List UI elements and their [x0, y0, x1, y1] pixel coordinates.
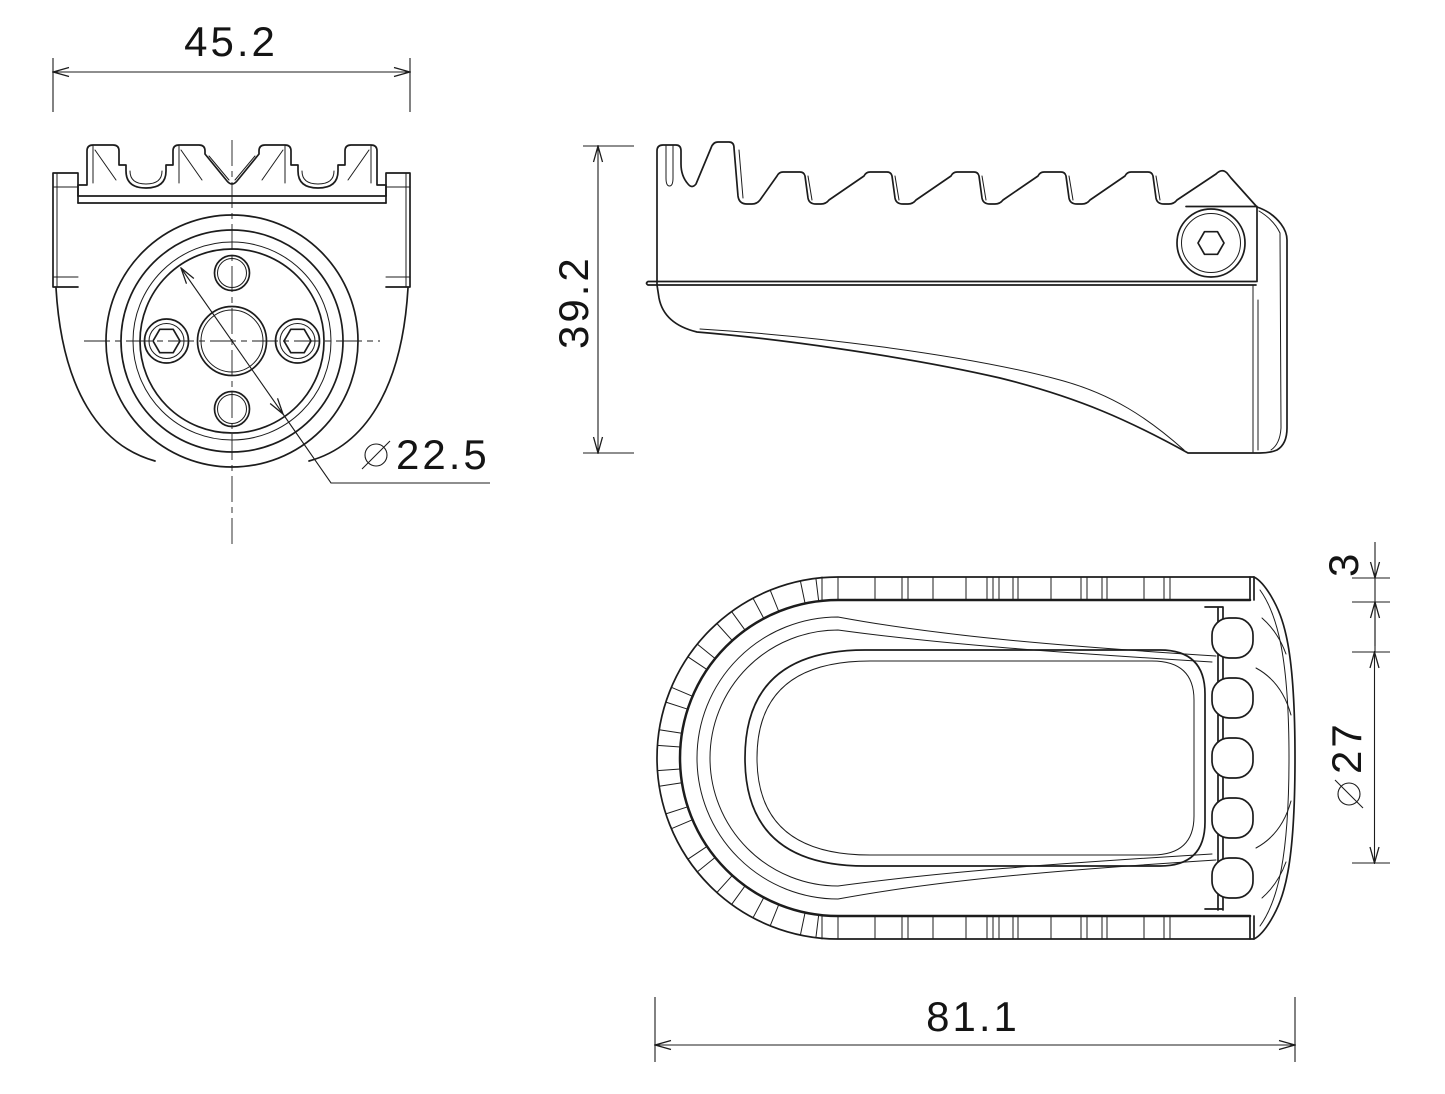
knurl-ticks — [656, 576, 1171, 940]
top-band-ends — [1249, 576, 1255, 940]
dim-knurl-band: 3 — [1320, 542, 1390, 652]
side-hex-bolt-outer — [1176, 208, 1246, 278]
front-teeth-details — [92, 145, 372, 185]
end-bump — [1211, 857, 1254, 899]
top-view — [656, 576, 1296, 940]
dim-side-height-label: 39.2 — [550, 255, 597, 349]
side-slot-detail — [665, 144, 674, 187]
dim-front-width-label: 45.2 — [184, 18, 278, 65]
front-view — [52, 140, 411, 547]
dim-flange-diameter: 22.5 — [181, 268, 490, 484]
side-end-cap-lines — [1252, 210, 1282, 453]
end-bump — [1211, 677, 1254, 719]
dim-front-width: 45.2 — [53, 18, 410, 112]
top-deck-contour-b — [709, 629, 1213, 887]
diameter-symbol — [1334, 779, 1364, 809]
front-right-tab — [308, 172, 411, 462]
dimensions: 45.2 22.5 39.2 3 — [53, 18, 1390, 1062]
top-outer-outline — [656, 576, 1296, 940]
diameter-symbol — [361, 440, 391, 470]
front-left-tab — [52, 172, 156, 462]
dim-end-diameter-label: 27 — [1323, 721, 1370, 774]
top-knurl-band-inner — [678, 598, 1252, 918]
end-bump — [1211, 737, 1254, 779]
end-bump — [1211, 617, 1254, 659]
dim-knurl-band-label: 3 — [1320, 551, 1367, 577]
side-view — [645, 141, 1288, 454]
side-bottom-double — [699, 328, 1185, 451]
top-pocket-outer — [744, 649, 1206, 867]
side-teeth-details — [738, 149, 1161, 201]
side-silhouette — [656, 141, 1288, 454]
top-right-edge-inner — [1259, 589, 1290, 927]
top-deck-contour-a — [696, 616, 1217, 900]
side-split-line — [645, 280, 1257, 286]
dim-flange-diameter-label: 22.5 — [396, 431, 490, 478]
end-bump — [1211, 797, 1254, 839]
dim-overall-length-label: 81.1 — [926, 993, 1020, 1040]
dim-overall-length: 81.1 — [655, 993, 1295, 1062]
side-hex-bolt-hex — [1197, 230, 1225, 256]
dim-end-diameter: 27 — [1323, 652, 1390, 863]
side-end-boss — [1176, 205, 1258, 283]
dim-side-height: 39.2 — [550, 146, 634, 453]
top-saddle-curves — [1255, 617, 1292, 899]
top-end-bumps — [1211, 617, 1254, 899]
top-pocket-inner — [756, 660, 1195, 856]
